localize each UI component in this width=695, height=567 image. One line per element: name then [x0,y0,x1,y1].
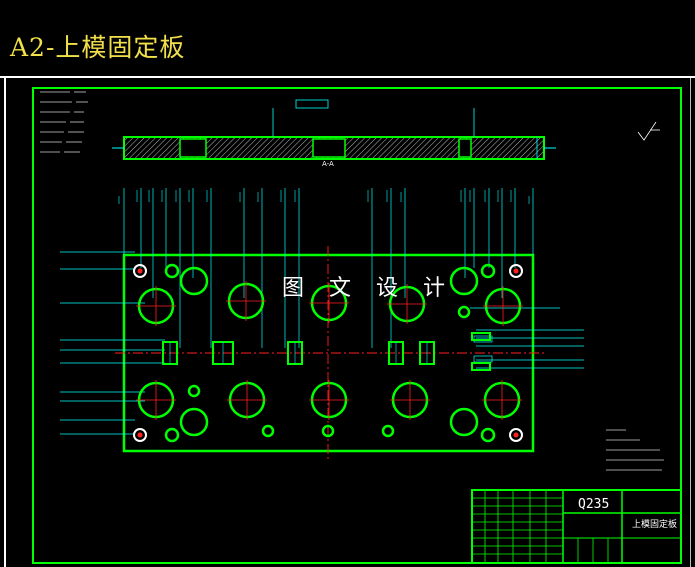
dimension-lines-left [60,251,165,435]
cad-drawing [32,87,682,564]
corner-pin-holes [133,264,523,442]
watermark-text: 图 文 设 计 [282,276,454,301]
title-block [471,489,682,564]
left-border-line [4,78,6,567]
dimension-lines-right [470,307,584,369]
material-label: Q235 [578,497,610,512]
pocket-inner-lines [169,342,428,364]
rect-pockets [162,332,491,371]
page-title: A2-上模固定板 [10,33,186,62]
surface-finish-symbol [637,121,660,141]
right-border-line [690,78,691,567]
title-bar: A2-上模固定板 [0,0,695,76]
dimension-lines-vertical [123,188,534,348]
technical-notes-marks [40,91,88,153]
section-view [112,99,556,160]
dimension-text-marks-top [118,190,530,204]
hole-crosshairs [136,281,523,420]
tech-requirements-marks [606,429,664,471]
section-label: A-A [322,160,334,168]
part-name-label: 上模固定板 [632,520,678,530]
title-divider [0,76,695,78]
drawing-frame [32,87,682,564]
